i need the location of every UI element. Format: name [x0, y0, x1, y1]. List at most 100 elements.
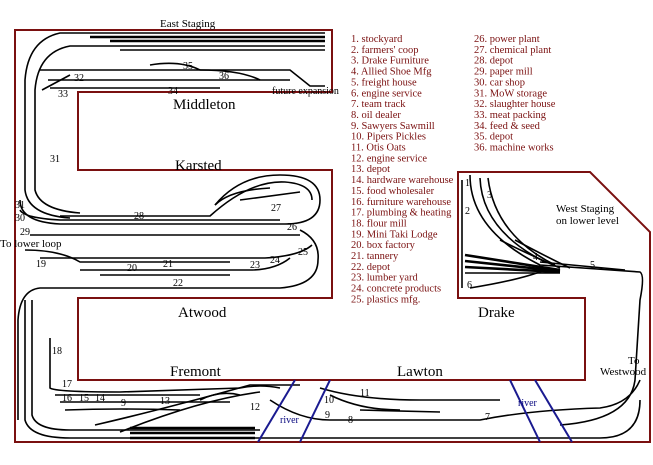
spot-19: 19 — [36, 259, 46, 270]
town-fremont: Fremont — [170, 364, 222, 380]
spot-11: 11 — [360, 388, 370, 399]
legend-item: 30. car shop — [474, 77, 525, 88]
town-lawton: Lawton — [397, 364, 443, 380]
spot-26: 26 — [287, 222, 297, 233]
legend-item: 28. depot — [474, 56, 513, 67]
legend-item: 19. Mini Taki Lodge — [351, 229, 438, 240]
spot-35: 35 — [183, 61, 193, 72]
legend-item: 13. depot — [351, 164, 390, 175]
east-staging-tracks — [24, 32, 325, 219]
spot-32: 32 — [74, 73, 84, 84]
legend-item: 4. Allied Shoe Mfg — [351, 67, 432, 78]
spot-18: 18 — [52, 346, 62, 357]
legend-item: 1. stockyard — [351, 34, 403, 45]
west-staging-label-1: West Staging — [556, 203, 615, 215]
legend-item: 32. slaughter house — [474, 99, 556, 110]
spot-1: 1 — [465, 178, 470, 189]
legend-item: 16. furniture warehouse — [351, 197, 451, 208]
legend-item: 6. engine service — [351, 88, 422, 99]
spot-9-fremont: 9 — [121, 398, 126, 409]
spot-30: 30 — [15, 213, 25, 224]
to-westwood-label-2: Westwood — [600, 366, 647, 378]
legend-item: 15. food wholesaler — [351, 186, 435, 197]
spot-15: 15 — [79, 393, 89, 404]
drake-tracks — [461, 174, 644, 426]
spot-36: 36 — [219, 71, 229, 82]
spot-5: 5 — [590, 260, 595, 271]
spot-21: 21 — [163, 259, 173, 270]
spot-13: 13 — [160, 396, 170, 407]
legend-item: 35. depot — [474, 132, 513, 143]
legend-item: 14. hardware warehouse — [351, 175, 454, 186]
east-staging-label: East Staging — [160, 18, 216, 30]
spot-10: 10 — [324, 395, 334, 406]
spot-31-lower: 31 — [15, 200, 25, 211]
spot-16: 16 — [62, 393, 72, 404]
legend-item: 3. Drake Furniture — [351, 56, 429, 67]
spot-31: 31 — [50, 154, 60, 165]
spot-25: 25 — [298, 247, 308, 258]
spot-27: 27 — [271, 203, 281, 214]
spot-12: 12 — [250, 402, 260, 413]
west-staging-label-2: on lower level — [556, 215, 619, 227]
spot-numbers: 1 2 3 4 5 6 7 8 9 9 10 11 12 13 14 15 16… — [15, 61, 595, 426]
spot-24: 24 — [270, 255, 280, 266]
legend-item: 20. box factory — [351, 240, 416, 251]
legend-item: 18. flour mill — [351, 218, 407, 229]
legend-item: 27. chemical plant — [474, 45, 551, 56]
legend-item: 12. engine service — [351, 153, 427, 164]
legend-item: 23. lumber yard — [351, 273, 419, 284]
benchwork-outline — [14, 29, 651, 443]
future-expansion-label: future expansion — [272, 86, 339, 97]
spot-9: 9 — [325, 410, 330, 421]
spot-6: 6 — [467, 280, 472, 291]
to-westwood-label-1: To — [628, 355, 640, 367]
legend-item: 34. feed & seed — [474, 121, 541, 132]
spot-22: 22 — [173, 278, 183, 289]
spot-20: 20 — [127, 263, 137, 274]
legend-item: 24. concrete products — [351, 284, 441, 295]
legend-item: 36. machine works — [474, 143, 554, 154]
to-lower-loop-label: To lower loop — [0, 238, 62, 250]
legend-item: 11. Otis Oats — [351, 143, 406, 154]
spot-4: 4 — [533, 252, 538, 263]
legend-item: 31. MoW storage — [474, 88, 547, 99]
legend-item: 9. Sawyers Sawmill — [351, 121, 435, 132]
lower-tracks — [24, 300, 641, 440]
legend-item: 22. depot — [351, 262, 390, 273]
spot-17: 17 — [62, 379, 72, 390]
spot-34: 34 — [168, 86, 178, 97]
town-atwood: Atwood — [178, 305, 227, 321]
legend-item: 21. tannery — [351, 251, 399, 262]
spot-28: 28 — [134, 211, 144, 222]
legend-item: 5. freight house — [351, 77, 417, 88]
legend-item: 8. oil dealer — [351, 110, 401, 121]
legend-item: 17. plumbing & heating — [351, 208, 452, 219]
spot-33: 33 — [58, 89, 68, 100]
spot-23: 23 — [250, 260, 260, 271]
town-middleton: Middleton — [173, 97, 236, 113]
river-lines — [257, 379, 573, 443]
legend-item: 25. plastics mfg. — [351, 294, 420, 305]
spot-3: 3 — [487, 190, 492, 201]
legend-item: 7. team track — [351, 99, 406, 110]
legend-item: 10. Pipers Pickles — [351, 132, 426, 143]
spot-14: 14 — [95, 393, 105, 404]
karsted-tracks — [17, 174, 321, 420]
river-label-left: river — [280, 415, 300, 426]
legend-item: 26. power plant — [474, 34, 540, 45]
legend-item: 29. paper mill — [474, 67, 533, 78]
legend-item: 33. meat packing — [474, 110, 547, 121]
town-karsted: Karsted — [175, 158, 222, 174]
spot-8: 8 — [348, 415, 353, 426]
spot-2: 2 — [465, 206, 470, 217]
spot-7: 7 — [485, 412, 490, 423]
river-label-right: river — [518, 398, 538, 409]
legend-item: 2. farmers' coop — [351, 45, 419, 56]
spot-29: 29 — [20, 227, 30, 238]
town-drake: Drake — [478, 305, 515, 321]
